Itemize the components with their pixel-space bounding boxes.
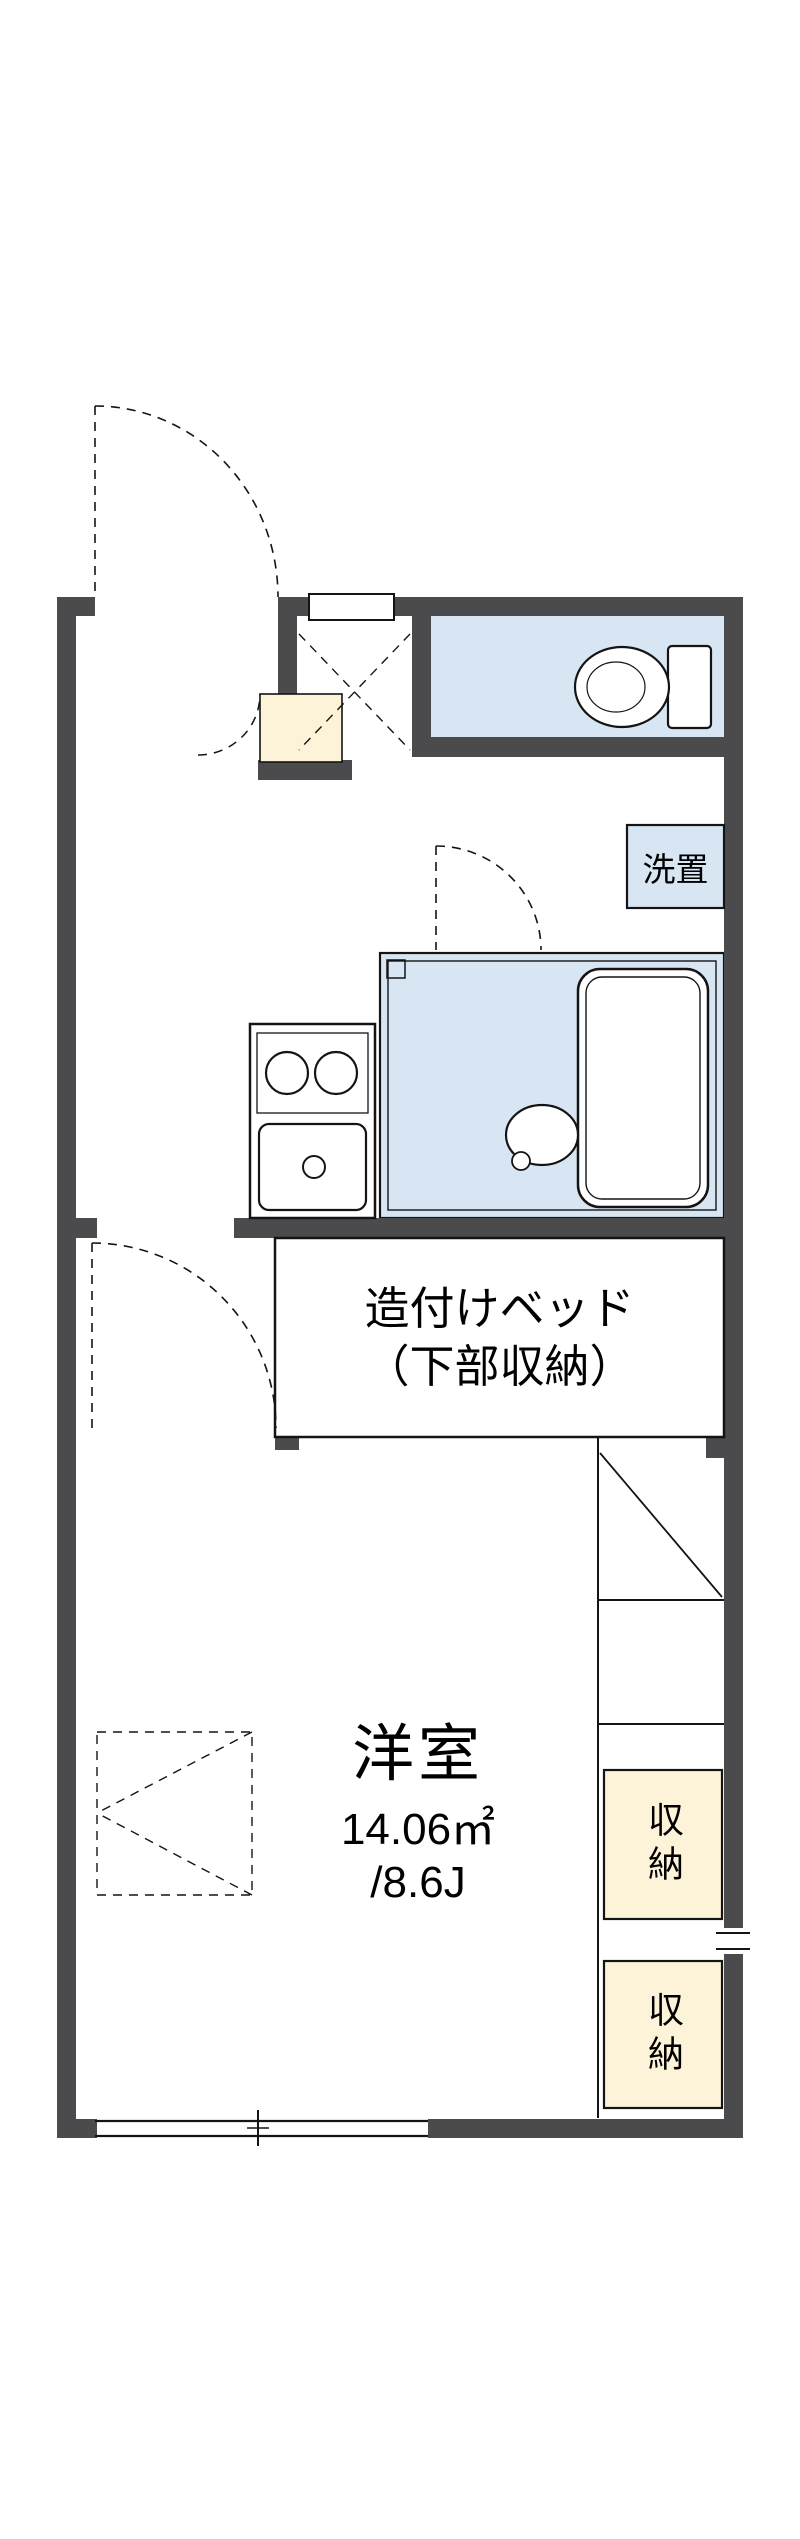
storage-box-top [602,1768,724,1921]
toilet-bowl-inner [586,661,646,713]
wall-break-gap [722,1928,745,1954]
wall-vestibule-vertical [278,616,297,696]
wall-toilet-left [412,616,431,757]
kitchen-unit [248,1022,377,1220]
room-area-jo-label: /8.6J [370,1858,466,1907]
toilet-tank [666,644,713,730]
kitchen-counter [248,1022,377,1220]
bathroom-door-swing-arc [435,845,542,951]
fridge-space-diagonal [599,1452,723,1598]
washbasin-icon [504,1103,580,1171]
room-name-label: 洋室 [351,1720,484,1789]
wall-top-left [57,597,95,616]
toilet-bowl [573,645,671,729]
storage-label-bottom-text: 収納 [643,1990,684,2079]
washer-space-box [625,823,726,910]
front-door-leaf [308,593,395,621]
built-in-bed-label-line2: （下部収納） [364,1340,635,1392]
window-bay-dashed-line [96,1812,253,1896]
storage-label-top-text: 収納 [643,1800,684,1889]
window-bay-dashed-line [96,1731,253,1814]
entry-door-swing-arc [94,405,279,598]
built-in-bed-label-line1: 造付けベッド [364,1282,635,1334]
wall-toilet-bottom [412,737,743,757]
storage-label-top: 収納 [604,1770,722,1919]
built-in-bed-box [273,1236,726,1439]
bathtub-outer [576,967,710,1209]
storage-box-bottom [602,1959,724,2110]
wall-bottom-right [428,2119,743,2138]
walls-group [57,597,743,2138]
room-door-swing-arc [91,1242,277,1429]
sink-icon [257,1122,368,1212]
wall-bottom-left [57,2119,97,2138]
right-column-lines [597,1438,724,2118]
stove-panel [256,1032,369,1114]
genkan-step [259,693,343,763]
wall-corridor-left-stub [57,1218,97,1238]
built-in-bed-label: 造付けベッド （下部収納） [275,1238,724,1437]
wall-left [57,597,76,2138]
wall-top-mid [278,597,309,616]
stove-icon [313,1050,359,1096]
wall-right [724,597,743,2138]
shoebox-door-arc [197,693,261,756]
bottom-window-symbol [95,2110,428,2146]
bathroom-inner-wall-line [387,960,717,1211]
faucet-icon [302,1155,326,1179]
wall-top-right [394,597,743,616]
room-area-m2-label: 14.06㎡ [340,1805,496,1854]
storage-label-bottom: 収納 [604,1961,722,2108]
wall-mid-horizontal [234,1218,743,1238]
shower-mixer-icon [386,959,406,979]
washbasin-drain [511,1151,531,1171]
washbasin-bowl [504,1103,580,1167]
bathtub-inner [585,976,701,1200]
vestibule-folding-door-icon [298,633,411,751]
dashed-symbols [91,405,542,1896]
window-bay-dashed-box [96,1731,253,1896]
washer-space-label: 洗置 [642,850,709,888]
wall-vestibule-horizontal [258,760,352,780]
stove-icon [264,1050,310,1096]
wall-break-ticks [716,1928,750,1954]
bathtub-icon [576,967,710,1209]
toilet-icon [573,644,713,730]
